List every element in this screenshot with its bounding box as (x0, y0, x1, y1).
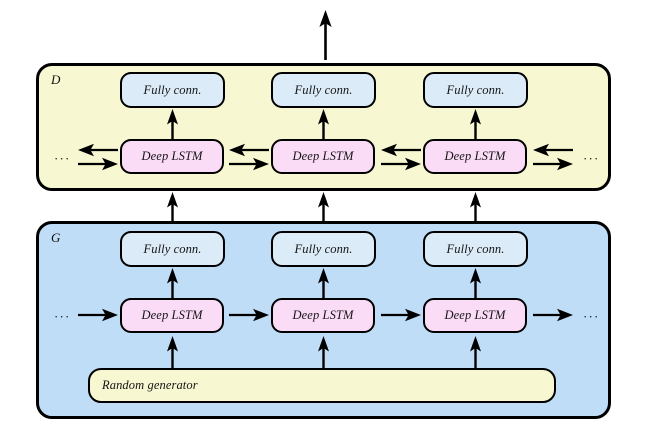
discriminator-bidir-arrows-1-2 (229, 143, 269, 171)
generator-deep-lstm-1[interactable]: Deep LSTM (120, 298, 224, 333)
random-to-lstm-arrow-1 (164, 336, 181, 368)
discriminator-deep-lstm-3[interactable]: Deep LSTM (423, 139, 527, 174)
generator-forward-arrow-1-2 (229, 308, 269, 322)
generator-lstm-to-fc-arrow-2 (315, 268, 332, 299)
discriminator-left-ellipsis: ··· (54, 151, 71, 166)
generator-left-ellipsis: ··· (54, 309, 71, 324)
generator-forward-arrow-right (533, 308, 573, 322)
discriminator-fully-connected-2[interactable]: Fully conn. (271, 72, 376, 108)
discriminator-bidir-arrows-2-3 (381, 143, 421, 171)
generator-right-ellipsis: ··· (583, 309, 600, 324)
discriminator-deep-lstm-2[interactable]: Deep LSTM (271, 139, 375, 174)
discriminator-bidir-arrows-left (78, 143, 118, 171)
generator-fully-connected-3[interactable]: Fully conn. (423, 231, 528, 267)
generator-to-discriminator-arrow-3 (467, 192, 484, 222)
discriminator-fully-connected-3[interactable]: Fully conn. (423, 72, 528, 108)
generator-deep-lstm-3[interactable]: Deep LSTM (423, 298, 527, 333)
generator-lstm-to-fc-arrow-1 (164, 268, 181, 299)
random-to-lstm-arrow-2 (315, 336, 332, 368)
discriminator-deep-lstm-1[interactable]: Deep LSTM (120, 139, 224, 174)
discriminator-lstm-to-fc-arrow-3 (467, 109, 484, 140)
generator-label: G (51, 230, 61, 245)
generator-lstm-to-fc-arrow-3 (467, 268, 484, 299)
generator-to-discriminator-arrow-2 (315, 192, 332, 222)
discriminator-lstm-to-fc-arrow-1 (164, 109, 181, 140)
generator-fully-connected-1[interactable]: Fully conn. (120, 231, 225, 267)
generator-to-discriminator-arrow-1 (164, 192, 181, 222)
generator-forward-arrow-2-3 (381, 308, 421, 322)
discriminator-lstm-to-fc-arrow-2 (315, 109, 332, 140)
discriminator-fully-connected-1[interactable]: Fully conn. (120, 72, 225, 108)
random-generator-box[interactable]: Random generator (88, 368, 556, 403)
discriminator-right-ellipsis: ··· (583, 151, 600, 166)
discriminator-bidir-arrows-right (533, 143, 573, 171)
discriminator-output-arrow (317, 10, 334, 60)
generator-deep-lstm-2[interactable]: Deep LSTM (271, 298, 375, 333)
discriminator-label: D (51, 72, 61, 87)
generator-forward-arrow-left (78, 308, 118, 322)
random-to-lstm-arrow-3 (467, 336, 484, 368)
generator-fully-connected-2[interactable]: Fully conn. (271, 231, 376, 267)
